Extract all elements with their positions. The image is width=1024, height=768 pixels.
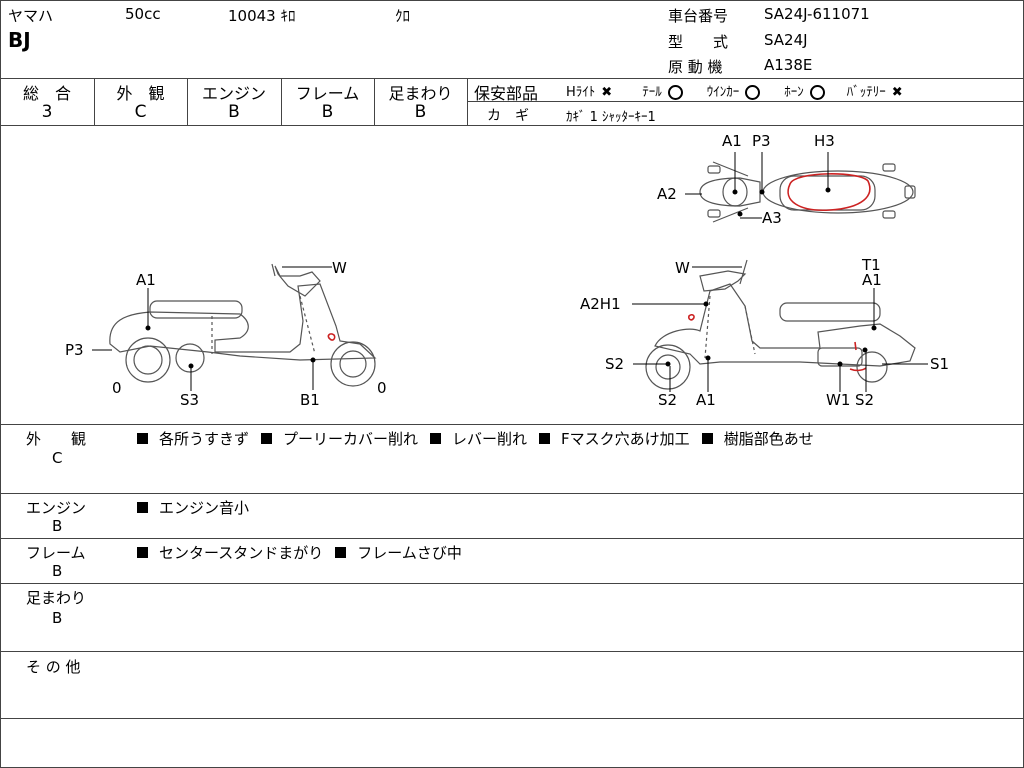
rating-suspension-value: B — [414, 102, 427, 122]
note-suspension-grade: B — [52, 609, 63, 627]
circle-icon — [745, 85, 761, 100]
bullet-icon — [137, 433, 148, 444]
diagram-label: 0 — [377, 379, 387, 397]
bullet-icon — [335, 547, 347, 558]
safety-winker: ｳｲﾝｶｰ — [706, 85, 740, 100]
safety-headlight: Hﾗｲﾄ — [566, 85, 596, 100]
cross-icon: ✖ — [601, 85, 613, 100]
note-frame-grade: B — [52, 562, 63, 580]
diagram-label: A1 — [722, 132, 742, 150]
diagram-label: P3 — [65, 341, 84, 359]
diagram-label: P3 — [752, 132, 771, 150]
diagram-label: S2 — [605, 355, 624, 373]
frame-no-label: 車台番号 — [668, 7, 729, 25]
safety-tail: ﾃｰﾙ — [642, 85, 662, 100]
rating-total-label: 総 合 — [22, 84, 71, 103]
diagram-label: A2H1 — [580, 295, 621, 313]
note-frame-category: フレーム — [26, 544, 86, 562]
diagram-label: W — [332, 259, 347, 277]
circle-icon — [809, 85, 825, 100]
diagram-label: W — [675, 259, 690, 277]
bullet-icon — [137, 547, 148, 558]
bullet-icon — [701, 433, 713, 444]
diagram-label: A1 — [862, 271, 882, 289]
model-name: BJ — [8, 28, 31, 52]
safety-battery: ﾊﾞｯﾃﾘｰ — [846, 85, 886, 100]
key-label: カ ギ — [487, 108, 529, 124]
body-color: ｸﾛ — [395, 7, 411, 25]
diagram-label: A1 — [696, 391, 716, 409]
cross-icon: ✖ — [891, 85, 903, 100]
diagram-label: 0 — [112, 379, 122, 397]
rating-engine-value: B — [228, 102, 240, 122]
note-other-category: そ の 他 — [26, 658, 81, 676]
diagram-label: B1 — [300, 391, 320, 409]
frame-no-value: SA24J-611071 — [764, 5, 870, 23]
note-frame-items: センタースタンドまがりフレームさび中 — [137, 542, 474, 563]
note-engine-category: エンジン — [26, 499, 87, 517]
type-label: 型 式 — [668, 33, 729, 51]
note-engine-grade: B — [52, 517, 63, 535]
safety-horn: ﾎｰﾝ — [784, 85, 804, 100]
rating-engine-label: エンジン — [201, 84, 266, 103]
rating-total-value: 3 — [41, 102, 53, 122]
note-exterior-category: 外 観 — [26, 430, 87, 448]
safety-list: Hﾗｲﾄ ✖ ﾃｰﾙ ｳｲﾝｶｰ ﾎｰﾝ ﾊﾞｯﾃﾘｰ ✖ — [566, 81, 915, 100]
diagram-label: S3 — [180, 391, 199, 409]
circle-icon — [667, 85, 683, 100]
bullet-icon — [137, 502, 148, 513]
rating-exterior-label: 外 観 — [116, 84, 165, 103]
rating-exterior-value: C — [134, 102, 147, 122]
rating-suspension-label: 足まわり — [388, 84, 453, 103]
diagram-label: A2 — [657, 185, 677, 203]
key-value: ｶｷﾞ 1 ｼｬｯﾀｰｷｰ1 — [566, 110, 656, 125]
note-exterior-grade: C — [52, 449, 63, 467]
rating-frame-value: B — [321, 102, 334, 122]
safety-label: 保安部品 — [474, 84, 539, 103]
mileage: 10043 ｷﾛ — [228, 7, 296, 25]
bullet-icon — [539, 433, 551, 444]
maker: ヤマハ — [8, 7, 54, 25]
type-value: SA24J — [764, 31, 808, 49]
note-engine-items: エンジン音小 — [137, 497, 261, 518]
bullet-icon — [261, 433, 273, 444]
bullet-icon — [430, 433, 442, 444]
diagram-label: H3 — [814, 132, 835, 150]
rating-frame-label: フレーム — [295, 84, 360, 103]
diagram-label: S1 — [930, 355, 949, 373]
engine-value: A138E — [764, 56, 813, 74]
engine-label: 原 動 機 — [668, 58, 723, 76]
diagram-label: S2 — [855, 391, 874, 409]
diagram-label: A3 — [762, 209, 782, 227]
damage-marks — [327, 173, 871, 372]
displacement: 50cc — [125, 5, 161, 23]
diagram-label: A1 — [136, 271, 156, 289]
damage-diagram: A1 P3 H3 A2 A3 A1 W P3 0 S3 B1 0 W T1 A1… — [65, 132, 949, 409]
diagram-label: W1 — [826, 391, 850, 409]
diagram-label: T1 — [861, 256, 881, 274]
note-suspension-category: 足まわり — [26, 589, 87, 607]
diagram-label: S2 — [658, 391, 677, 409]
